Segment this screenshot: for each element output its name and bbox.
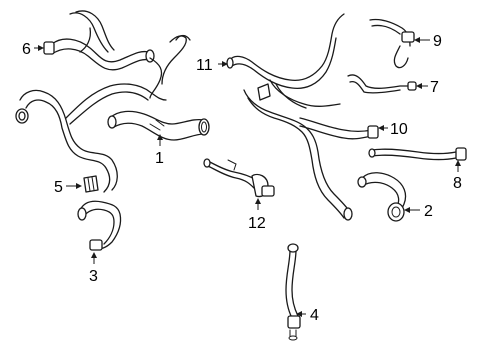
callout-1: 1 xyxy=(155,150,164,167)
callout-8: 8 xyxy=(453,175,462,192)
part-3-hose xyxy=(77,200,122,251)
part-4-pipe xyxy=(285,243,301,341)
callout-10: 10 xyxy=(390,121,408,138)
part-9-hose xyxy=(369,18,415,69)
part-7-tube xyxy=(347,74,417,94)
callout-3: 3 xyxy=(89,268,98,285)
part-5-coupler xyxy=(83,175,99,193)
part-11-pipe-network xyxy=(226,13,379,221)
callout-12: 12 xyxy=(248,215,266,232)
callout-labels: 1 2 3 4 5 6 7 8 9 10 11 12 xyxy=(22,33,462,324)
leader-lines xyxy=(34,37,461,317)
part-8-tube xyxy=(368,147,467,161)
callout-4: 4 xyxy=(310,307,319,324)
part-12-hose xyxy=(203,158,275,198)
callout-11: 11 xyxy=(196,57,213,74)
part-1-radiator-hose xyxy=(107,110,210,141)
part-2-hose xyxy=(357,172,407,222)
left-feed-hose xyxy=(15,83,167,193)
callout-5: 5 xyxy=(54,179,63,196)
callout-7: 7 xyxy=(430,79,439,96)
callout-2: 2 xyxy=(424,203,433,220)
callout-9: 9 xyxy=(433,33,442,50)
callout-6: 6 xyxy=(22,41,31,58)
